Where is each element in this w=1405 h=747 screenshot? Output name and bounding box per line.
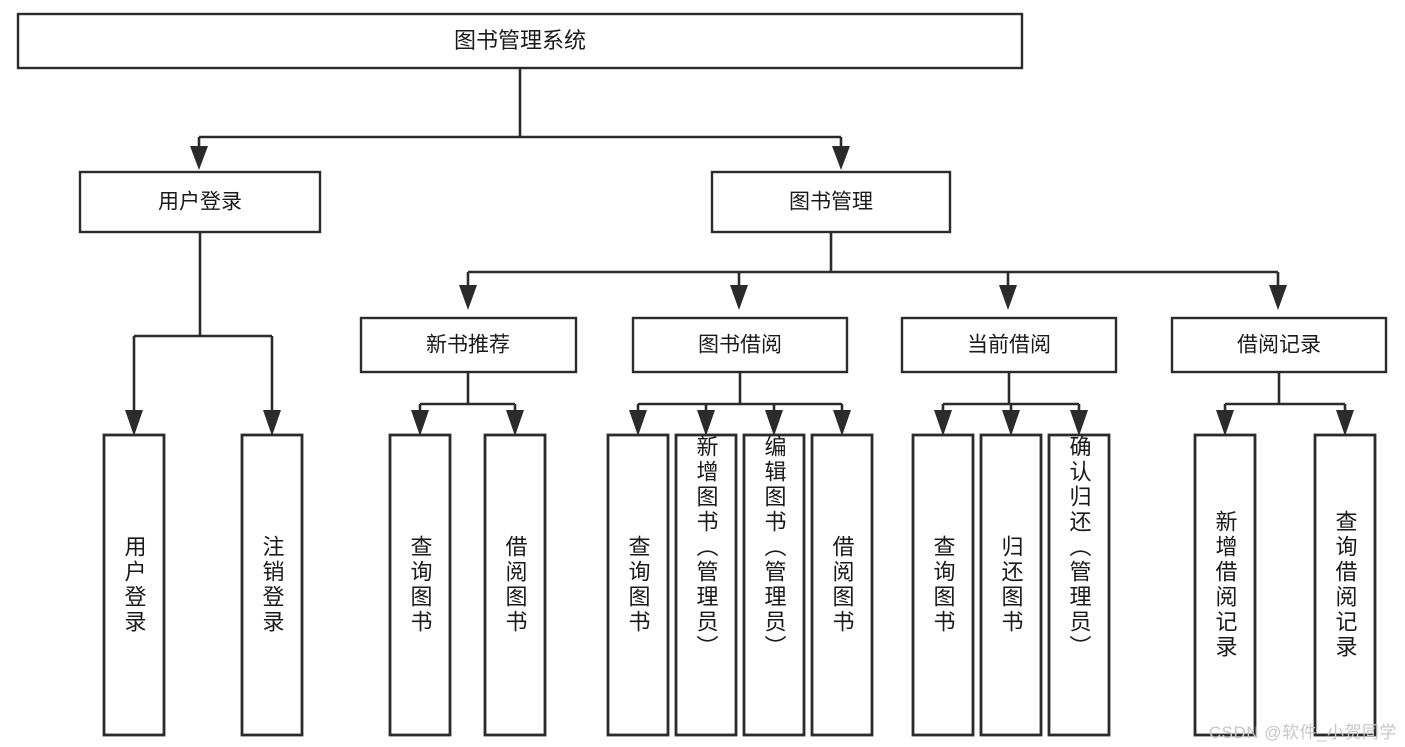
arrow-head-icon [125,410,143,436]
leaf-box[interactable] [483,433,547,737]
leaf-box[interactable] [606,433,670,737]
leaf-box[interactable] [911,433,975,737]
leaf-box[interactable] [1313,433,1377,737]
node-user-login[interactable]: 用户登录 [78,170,322,234]
root-label: 图书管理系统 [454,28,586,53]
leaf-box[interactable] [742,433,806,737]
node-book-borrow[interactable]: 图书借阅 [631,316,849,374]
connector-borrow-record-to-leaves [1216,372,1354,436]
new-book-recommend-box [359,316,578,374]
leaf-box[interactable] [810,433,874,737]
arrow-head-icon [1070,410,1088,436]
user-login-box [78,170,322,234]
arrow-head-icon [765,410,783,436]
current-borrow-box [900,316,1118,374]
arrow-head-icon [1216,410,1234,436]
root-box [16,12,1024,70]
connector-book-management-to-level2 [459,232,1287,310]
leaf-box[interactable] [674,433,738,737]
connector-user-login-to-leaves [125,232,281,436]
arrow-head-icon [1269,285,1287,310]
leaf-box[interactable] [388,433,452,737]
arrow-head-icon [459,285,477,310]
node-new-book-recommend[interactable]: 新书推荐 [359,316,578,374]
user-login-label: 用户登录 [158,191,242,214]
leaf-box[interactable] [979,433,1043,737]
arrow-head-icon [1002,410,1020,436]
connector-book-borrow-to-leaves [629,372,851,436]
borrow-record-label: 借阅记录 [1237,334,1321,357]
node-root-system[interactable]: 图书管理系统 [16,12,1024,70]
arrow-head-icon [629,410,647,436]
arrow-head-icon [999,285,1017,310]
connector-new-book-recommend-to-leaves [411,372,524,436]
new-book-recommend-label: 新书推荐 [426,334,510,357]
csdn-watermark: CSDN @软件_小贺同学 [1208,723,1397,742]
arrow-head-icon [833,410,851,436]
leaf-box[interactable] [240,433,304,737]
arrow-head-icon [1336,410,1354,436]
arrow-head-icon [697,410,715,436]
leaf-box[interactable] [1047,433,1111,737]
current-borrow-label: 当前借阅 [967,334,1051,357]
leaf-box[interactable] [1193,433,1257,737]
arrow-head-icon [263,410,281,436]
connector-current-borrow-to-leaves [934,372,1088,436]
arrow-head-icon [730,285,748,310]
node-borrow-record[interactable]: 借阅记录 [1170,316,1388,374]
book-management-label: 图书管理 [789,191,873,214]
leaf-box[interactable] [102,433,166,737]
arrow-head-icon [832,146,850,170]
arrow-head-icon [190,146,208,170]
arrow-head-icon [934,410,952,436]
arrow-head-icon [411,410,429,436]
arrow-head-icon [506,410,524,436]
node-current-borrow[interactable]: 当前借阅 [900,316,1118,374]
node-book-management[interactable]: 图书管理 [710,170,952,234]
connector-root-to-level1 [190,68,850,170]
book-borrow-label: 图书借阅 [698,334,782,357]
